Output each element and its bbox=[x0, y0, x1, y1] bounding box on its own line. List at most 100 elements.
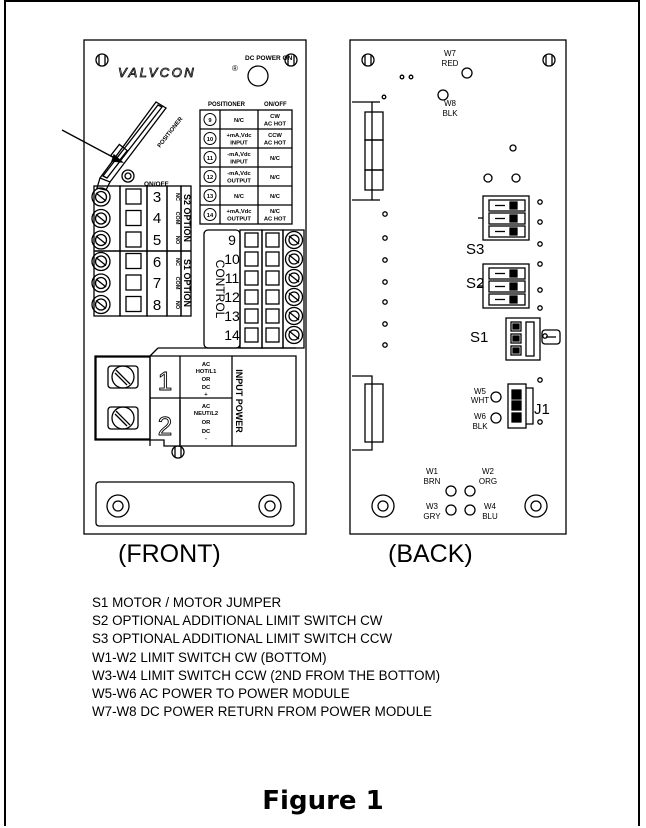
terminal-screw bbox=[91, 251, 111, 272]
s1-pin-no: NO bbox=[174, 301, 180, 310]
power-desc-1: OR bbox=[202, 377, 212, 383]
front-lower-screw bbox=[171, 445, 185, 459]
terminal-screw bbox=[284, 268, 304, 288]
terminal-screw bbox=[91, 208, 111, 229]
s2-pin-com: COM bbox=[174, 212, 180, 225]
w3-pad bbox=[445, 504, 457, 516]
power-desc-2: DC bbox=[202, 429, 211, 435]
terminal-square bbox=[125, 231, 142, 248]
terminal-square bbox=[244, 270, 259, 286]
control-square-column bbox=[244, 232, 280, 343]
svg-text:11: 11 bbox=[207, 156, 214, 162]
terminal-square bbox=[265, 289, 280, 305]
terminal-square bbox=[265, 327, 280, 343]
terminal-9: 9 bbox=[228, 232, 236, 248]
terminal-10: 10 bbox=[224, 251, 240, 267]
power-terminal-1: 1 bbox=[158, 366, 172, 396]
w1-label: W1 bbox=[426, 467, 439, 476]
front-mount-hole bbox=[258, 494, 282, 518]
back-mount-hole bbox=[524, 494, 548, 518]
w3-label: W3 bbox=[426, 502, 439, 511]
w4-color: BLU bbox=[482, 512, 498, 521]
via-hole bbox=[382, 342, 388, 348]
terminal-6: 6 bbox=[153, 254, 161, 271]
back-mount-hole bbox=[371, 494, 395, 518]
svg-text:13: 13 bbox=[207, 194, 214, 200]
terminal-square bbox=[244, 232, 259, 248]
front-mount-hole bbox=[106, 494, 130, 518]
svg-text:9: 9 bbox=[208, 118, 212, 124]
back-mount-screw bbox=[361, 53, 375, 67]
svg-text:N/C: N/C bbox=[270, 194, 281, 200]
terminal-square bbox=[265, 308, 280, 324]
terminal-3: 3 bbox=[153, 189, 161, 206]
w2-color: ORG bbox=[479, 477, 497, 486]
terminal-14: 14 bbox=[224, 327, 240, 343]
power-desc-1: AC bbox=[202, 362, 211, 368]
dc-power-led bbox=[247, 65, 269, 87]
legend: S1 MOTOR / MOTOR JUMPER S2 OPTIONAL ADDI… bbox=[92, 594, 440, 721]
terminal-square bbox=[244, 327, 259, 343]
w7-label: W7 bbox=[444, 49, 457, 58]
svg-text:N/C: N/C bbox=[234, 194, 245, 200]
s1-pin-com: COM bbox=[174, 277, 180, 290]
back-connector-upper bbox=[352, 101, 384, 201]
svg-text:+mA,Vdc: +mA,Vdc bbox=[227, 209, 253, 215]
legend-item: W1-W2 LIMIT SWITCH CW (BOTTOM) bbox=[92, 649, 327, 665]
terminal-square bbox=[125, 295, 142, 313]
terminal-screw bbox=[284, 306, 304, 326]
via-hole bbox=[382, 211, 388, 217]
svg-text:AC HOT: AC HOT bbox=[264, 217, 287, 223]
terminal-square bbox=[265, 232, 280, 248]
terminal-square bbox=[125, 209, 142, 227]
svg-text:-mA,Vdc: -mA,Vdc bbox=[227, 171, 251, 177]
input-power-block bbox=[94, 347, 297, 447]
svg-text:AC HOT: AC HOT bbox=[264, 122, 287, 128]
pointer-arrow-line bbox=[61, 129, 123, 163]
via-hole bbox=[542, 333, 548, 339]
legend-item: W3-W4 LIMIT SWITCH CCW (2ND FROM THE BOT… bbox=[92, 667, 441, 683]
table-row: 9 N/C CW AC HOT bbox=[203, 113, 287, 128]
w3-color: GRY bbox=[423, 512, 441, 521]
back-small-holes bbox=[381, 74, 521, 183]
power-desc-2: NEUT/L2 bbox=[194, 411, 218, 417]
s2-connector bbox=[478, 263, 530, 309]
power-desc-2: - bbox=[205, 436, 207, 442]
via-hole bbox=[537, 287, 543, 293]
svg-text:CCW: CCW bbox=[268, 133, 282, 139]
dc-power-label: DC POWER ON bbox=[245, 55, 293, 62]
back-board: W7 RED W8 BLK bbox=[349, 39, 567, 535]
w1-pad bbox=[445, 485, 457, 497]
terminal-4: 4 bbox=[153, 210, 161, 227]
svg-text:+mA,Vdc: +mA,Vdc bbox=[227, 133, 253, 139]
front-bottom-mount bbox=[95, 481, 295, 527]
s2-label: S2 bbox=[466, 275, 484, 292]
w5-label: W5 bbox=[474, 387, 487, 396]
power-desc-2: OR bbox=[202, 420, 212, 426]
s2-pin-nc: NC bbox=[174, 193, 180, 201]
front-board: VALVCON ® DC POWER ON POSITIONER ON/OFF … bbox=[61, 39, 307, 535]
terminal-square bbox=[125, 188, 142, 205]
terminal-13: 13 bbox=[224, 308, 240, 324]
back-dot-column bbox=[537, 199, 548, 425]
table-row: 14 +mA,Vdc OUTPUT N/C AC HOT bbox=[203, 208, 287, 223]
terminal-screw bbox=[284, 249, 304, 269]
svg-text:N/C: N/C bbox=[270, 175, 281, 181]
pointer-arrow-head bbox=[111, 153, 124, 163]
svg-text:12: 12 bbox=[207, 175, 213, 181]
w8-label: W8 bbox=[444, 99, 457, 108]
terminal-square bbox=[244, 251, 259, 267]
w2-pad bbox=[464, 485, 476, 497]
s2-option-label: S2 OPTION bbox=[182, 194, 192, 242]
via-hole bbox=[537, 219, 543, 225]
power-desc-1: + bbox=[204, 392, 208, 398]
s1-label: S1 bbox=[470, 329, 488, 346]
w5-color: WHT bbox=[471, 396, 489, 405]
w6-pad bbox=[490, 412, 502, 424]
via-hole bbox=[382, 235, 388, 241]
svg-text:N/C: N/C bbox=[270, 209, 281, 215]
onoff-label: ON/OFF bbox=[144, 181, 169, 188]
figure-frame bbox=[4, 0, 640, 826]
svg-text:N/C: N/C bbox=[270, 156, 281, 162]
back-board-outline bbox=[349, 39, 567, 535]
